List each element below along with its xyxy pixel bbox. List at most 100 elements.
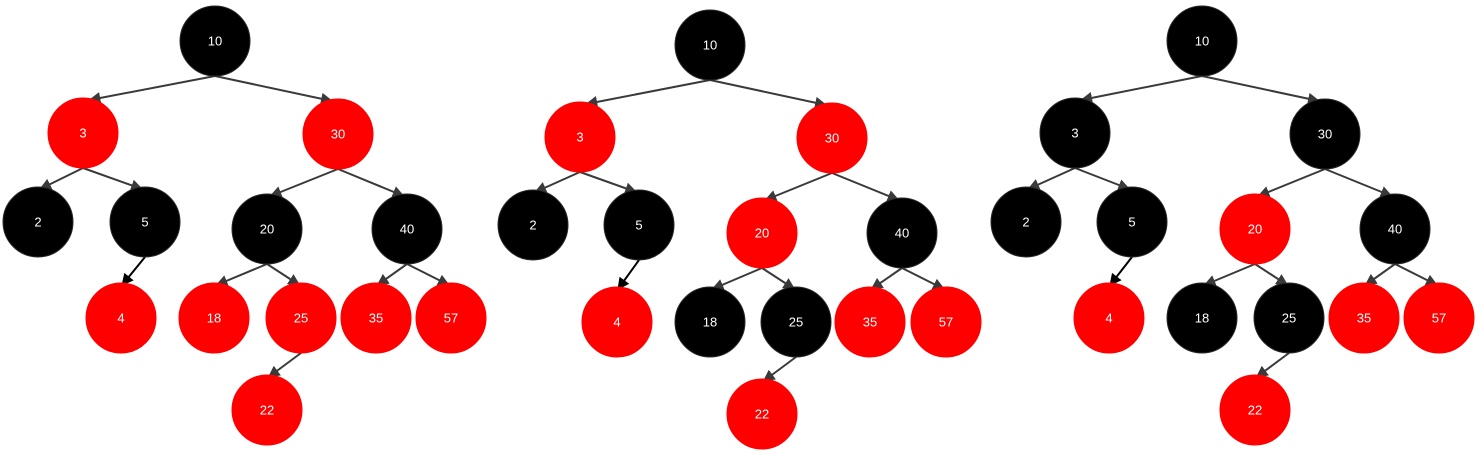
edge-25-to-22: [267, 352, 302, 378]
node-circle-red: [47, 97, 119, 169]
node-57: 57: [415, 282, 487, 354]
node-label: 4: [117, 311, 124, 326]
node-label: 35: [369, 311, 383, 326]
node-circle-black: [1166, 282, 1238, 354]
node-2: 2: [497, 189, 569, 261]
node-30: 30: [302, 98, 374, 170]
edge-40-to-57: [901, 267, 945, 290]
node-circle-black: [1096, 186, 1168, 258]
node-circle-black: [179, 5, 251, 77]
node-label: 40: [895, 226, 909, 241]
node-25: 25: [265, 282, 337, 354]
edge-10-to-30: [214, 75, 334, 105]
node-3: 3: [544, 101, 616, 173]
node-circle-black: [1289, 98, 1361, 170]
edge-40-to-57: [406, 263, 450, 286]
node-circle-red: [1403, 282, 1475, 354]
node-circle-red: [340, 282, 412, 354]
node-circle-black: [603, 189, 675, 261]
node-circle-red: [726, 378, 798, 450]
node-35: 35: [340, 282, 412, 354]
node-label: 3: [576, 130, 583, 145]
node-40: 40: [1359, 193, 1431, 265]
edge-3-to-2: [39, 167, 84, 190]
node-22: 22: [1219, 374, 1291, 446]
node-22: 22: [231, 374, 303, 446]
node-label: 57: [1432, 311, 1446, 326]
node-circle-red: [1219, 374, 1291, 446]
node-circle-red: [796, 102, 868, 174]
node-5: 5: [109, 186, 181, 258]
edge-40-to-35: [376, 263, 408, 286]
node-label: 2: [529, 218, 536, 233]
edge-5-to-4: [617, 259, 640, 290]
node-circle-red: [1219, 193, 1291, 265]
edge-40-to-35: [870, 267, 903, 290]
node-22: 22: [726, 378, 798, 450]
edge-10-to-3: [585, 79, 711, 108]
node-40: 40: [371, 193, 443, 265]
edge-20-to-25: [1254, 263, 1289, 286]
node-label: 25: [294, 311, 308, 326]
node-circle-black: [760, 286, 832, 358]
node-57: 57: [1403, 282, 1475, 354]
node-label: 30: [331, 127, 345, 142]
node-57: 57: [910, 286, 982, 358]
node-circle-red: [231, 374, 303, 446]
edge-5-to-4: [121, 256, 146, 286]
node-circle-red: [1328, 282, 1400, 354]
edge-3-to-5: [82, 167, 144, 192]
edge-3-to-2: [534, 171, 581, 194]
node-circle-black: [674, 9, 746, 81]
node-label: 3: [79, 126, 86, 141]
node-10: 10: [674, 9, 746, 81]
edge-20-to-25: [266, 263, 301, 286]
node-30: 30: [1289, 98, 1361, 170]
edge-5-to-4: [1109, 256, 1133, 286]
node-circle-red: [302, 98, 374, 170]
node-5: 5: [603, 189, 675, 261]
node-label: 35: [863, 315, 877, 330]
node-circle-black: [1166, 5, 1238, 77]
edge-3-to-2: [1027, 167, 1076, 191]
node-circle-red: [581, 286, 653, 358]
node-10: 10: [179, 5, 251, 77]
node-18: 18: [178, 282, 250, 354]
node-label: 20: [755, 226, 769, 241]
node-circle-red: [178, 282, 250, 354]
node-20: 20: [726, 197, 798, 269]
node-10: 10: [1166, 5, 1238, 77]
node-18: 18: [674, 286, 746, 358]
edge-40-to-57: [1394, 263, 1438, 286]
node-25: 25: [1253, 282, 1325, 354]
node-label: 30: [825, 131, 839, 146]
node-circle-black: [866, 197, 938, 269]
node-2: 2: [2, 186, 74, 258]
node-label: 35: [1357, 311, 1371, 326]
edge-40-to-35: [1364, 263, 1396, 286]
node-circle-red: [834, 286, 906, 358]
node-circle-black: [990, 186, 1062, 258]
node-35: 35: [1328, 282, 1400, 354]
node-2: 2: [990, 186, 1062, 258]
node-label: 20: [260, 222, 274, 237]
node-label: 2: [1022, 215, 1029, 230]
node-4: 4: [581, 286, 653, 358]
edge-30-to-20: [764, 172, 833, 202]
edge-25-to-22: [1255, 352, 1290, 378]
node-label: 25: [789, 315, 803, 330]
node-18: 18: [1166, 282, 1238, 354]
edge-3-to-5: [579, 171, 638, 195]
node-label: 25: [1282, 311, 1296, 326]
node-label: 5: [141, 215, 148, 230]
node-35: 35: [834, 286, 906, 358]
edge-3-to-5: [1074, 167, 1131, 191]
node-circle-black: [2, 186, 74, 258]
edge-20-to-18: [215, 263, 268, 287]
edge-30-to-40: [1324, 168, 1393, 198]
edge-20-to-25: [761, 267, 796, 290]
edge-10-to-30: [1201, 75, 1321, 105]
edge-30-to-40: [337, 168, 405, 198]
